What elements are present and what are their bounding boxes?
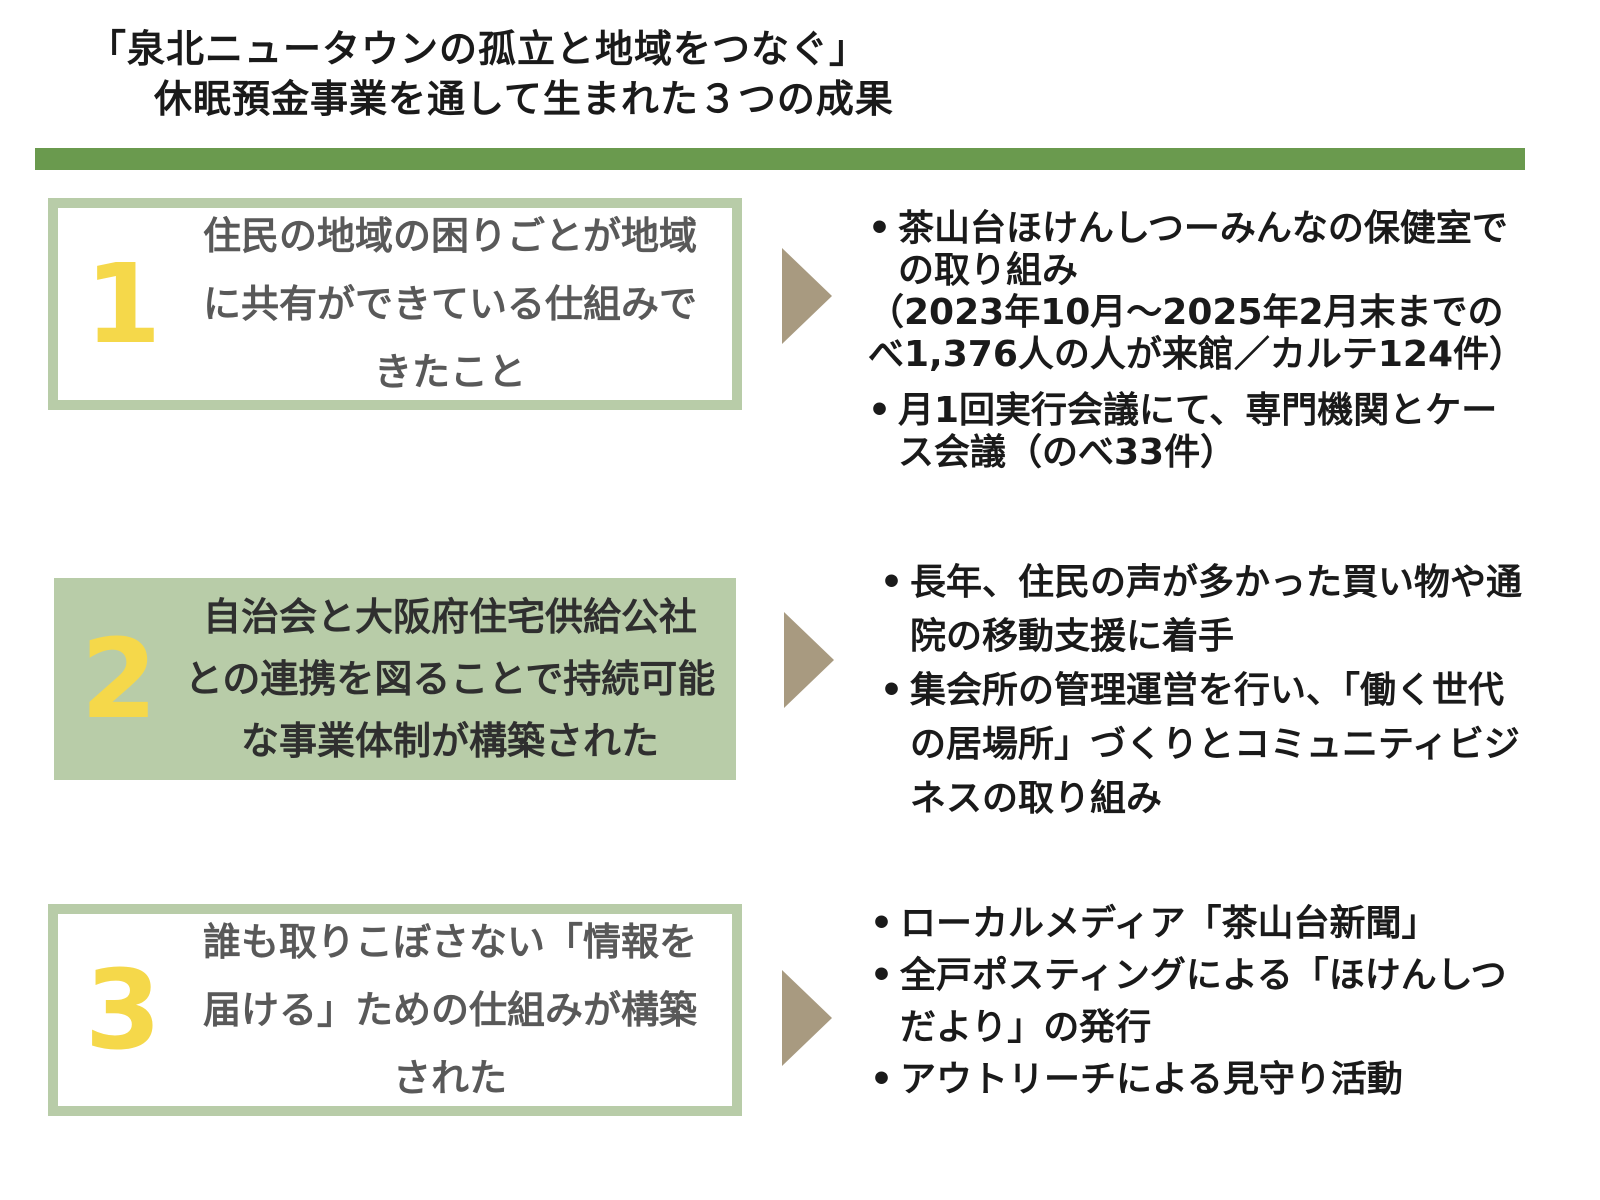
- outcome-1-text: 住民の地域の困りごとが地域に共有ができている仕組みできたこと: [202, 214, 697, 394]
- outcome-3-arrow-icon: [782, 970, 832, 1066]
- title-line-2: 休眠預金事業を通して生まれた３つの成果: [154, 77, 894, 121]
- outcome-2-arrow-icon: [784, 612, 834, 708]
- outcome-2-box: 2 自治会と大阪府住宅供給公社との連携を図ることで持続可能な事業体制が構築された: [54, 578, 736, 780]
- outcome-3-number: 3: [84, 946, 162, 1074]
- outcome-2-bullet-1: 長年、住民の声が多かった買い物や通院の移動支援に着手: [880, 556, 1530, 664]
- outcome-1-bullet-2: 月1回実行会議にて、専門機関とケース会議（のべ33件）: [868, 390, 1528, 474]
- outcome-3-bullets: ローカルメディア「茶山台新聞」 全戸ポスティングによる「ほけんしつだより」の発行…: [870, 898, 1530, 1106]
- divider-bar: [35, 148, 1525, 170]
- outcome-1-bullet-1: 茶山台ほけんしつーみんなの保健室での取り組み （2023年10月～2025年2月…: [868, 208, 1528, 376]
- outcome-2-bullets: 長年、住民の声が多かった買い物や通院の移動支援に着手 集会所の管理運営を行い、「…: [880, 556, 1530, 826]
- outcome-3-bullet-3: アウトリーチによる見守り活動: [870, 1054, 1530, 1106]
- outcome-1-bullet-1-detail: （2023年10月～2025年2月末までのべ1,376人の人が来館／カルテ124…: [868, 292, 1526, 375]
- outcome-3-bullet-2: 全戸ポスティングによる「ほけんしつだより」の発行: [870, 950, 1530, 1054]
- outcome-3-box: 3 誰も取りこぼさない「情報を届ける」ための仕組みが構築された: [48, 904, 742, 1116]
- title-line-1: 「泉北ニュータウンの孤立と地域をつなぐ」: [88, 27, 869, 71]
- outcome-1-bullet-1-main: 茶山台ほけんしつーみんなの保健室での取り組み: [898, 208, 1508, 291]
- outcome-2-bullet-2: 集会所の管理運営を行い、「働く世代の居場所」づくりとコミュニティビジネスの取り組…: [880, 664, 1530, 826]
- outcome-3-text: 誰も取りこぼさない「情報を届ける」ための仕組みが構築された: [202, 920, 697, 1100]
- outcome-1-number: 1: [84, 240, 162, 368]
- outcome-1-box: 1 住民の地域の困りごとが地域に共有ができている仕組みできたこと: [48, 198, 742, 410]
- outcome-1-bullet-2-main: 月1回実行会議にて、専門機関とケース会議（のべ33件）: [898, 390, 1498, 473]
- page-title: 「泉北ニュータウンの孤立と地域をつなぐ」 休眠預金事業を通して生まれた３つの成果: [88, 24, 894, 124]
- outcome-2-text: 自治会と大阪府住宅供給公社との連携を図ることで持続可能な事業体制が構築された: [184, 595, 716, 763]
- outcome-2-number: 2: [80, 615, 158, 743]
- outcome-1-bullets: 茶山台ほけんしつーみんなの保健室での取り組み （2023年10月～2025年2月…: [868, 208, 1528, 488]
- outcome-1-arrow-icon: [782, 248, 832, 344]
- outcome-3-bullet-1: ローカルメディア「茶山台新聞」: [870, 898, 1530, 950]
